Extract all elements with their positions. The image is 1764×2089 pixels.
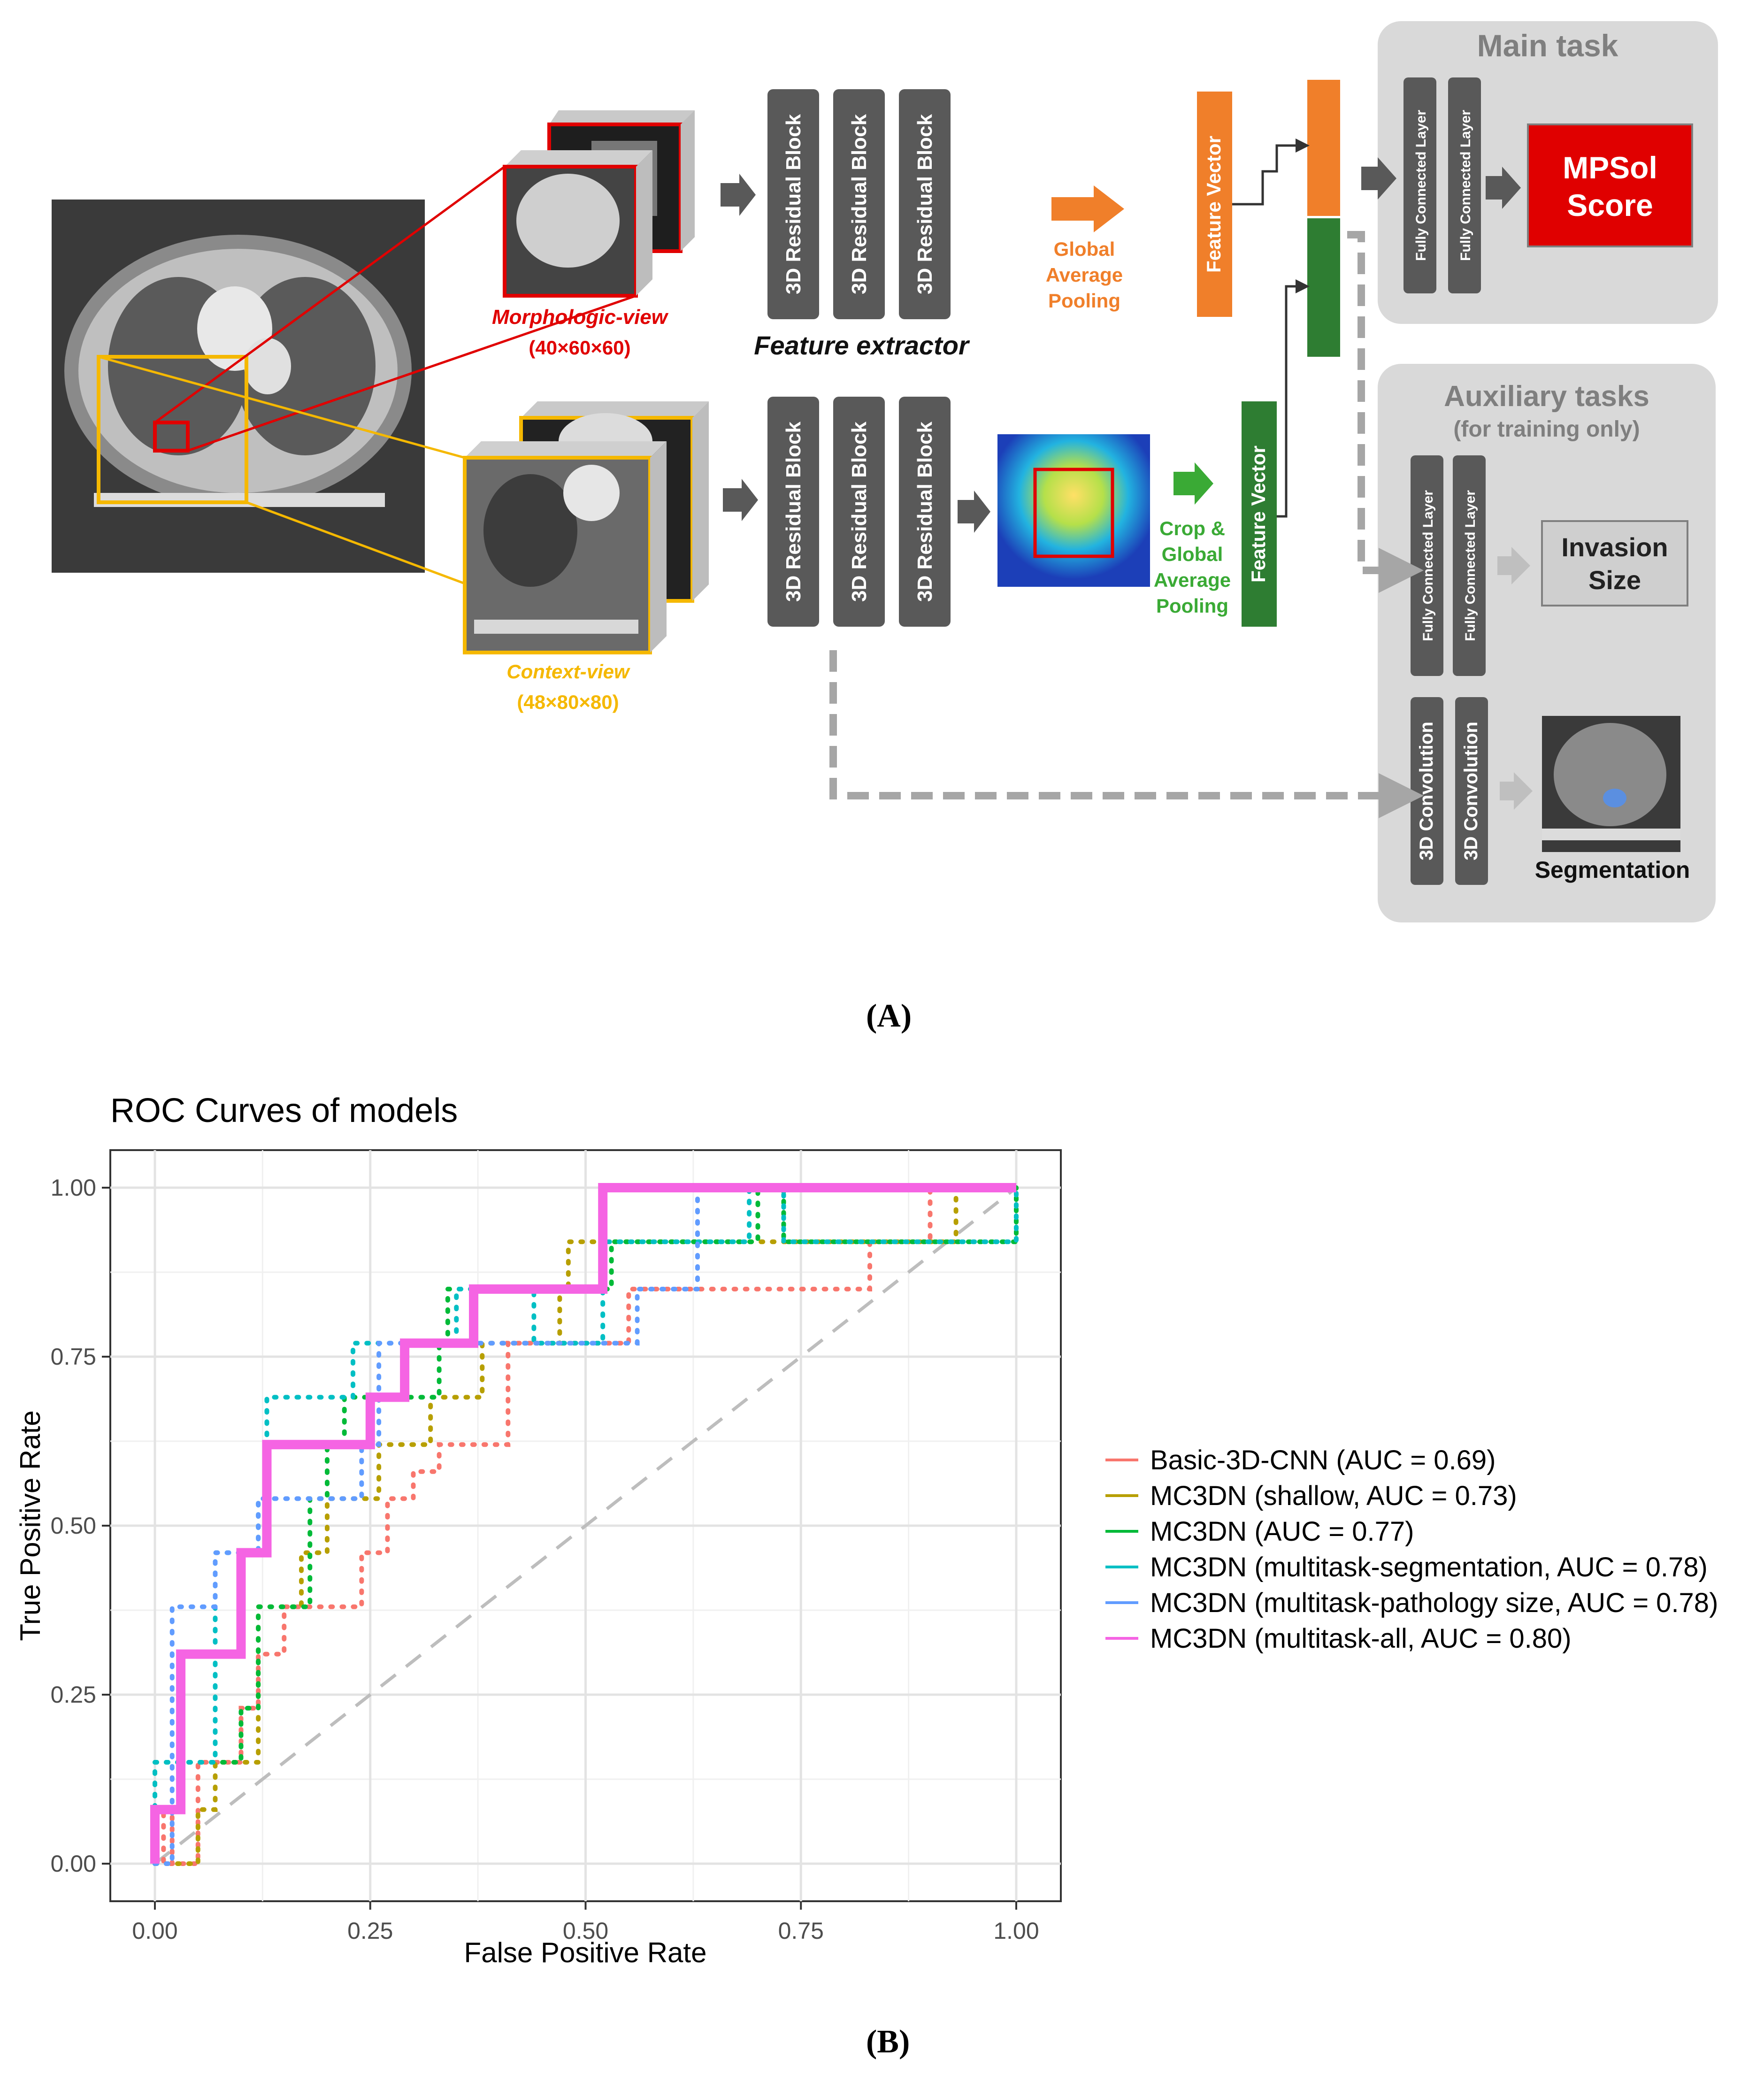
svg-text:3D Residual Block: 3D Residual Block: [913, 114, 936, 294]
green-arrow-icon: [1173, 462, 1213, 505]
y-tick-label: 0.75: [51, 1344, 96, 1370]
attention-heatmap: [997, 434, 1150, 587]
arrow-right-icon: [721, 174, 756, 216]
y-tick-label: 0.50: [51, 1513, 96, 1539]
y-axis-label: True Positive Rate: [15, 1410, 46, 1641]
main-task-panel: Main task Fully Connected Layer Fully Co…: [1361, 21, 1718, 324]
svg-text:3D Convolution: 3D Convolution: [1416, 722, 1437, 860]
gap-label-2: Average: [1046, 264, 1123, 286]
orange-arrow-icon: [1051, 185, 1124, 232]
svg-text:3D Residual Block: 3D Residual Block: [782, 114, 805, 294]
panel-b-caption: (B): [866, 2024, 910, 2060]
feature-extractor-label: Feature extractor: [754, 330, 970, 360]
reference-line: [153, 1186, 1018, 1865]
residual-blocks-top: 3D Residual Block 3D Residual Block 3D R…: [767, 89, 951, 319]
concat-vector-green: [1307, 218, 1340, 357]
svg-text:3D Residual Block: 3D Residual Block: [913, 422, 936, 602]
legend-label: MC3DN (AUC = 0.77): [1150, 1516, 1414, 1547]
mpsol-score-box: [1527, 123, 1693, 247]
legend-label: MC3DN (multitask-all, AUC = 0.80): [1150, 1623, 1572, 1654]
x-tick-labels: 0.00 0.25 0.50 0.75 1.00: [132, 1901, 1039, 1944]
y-tick-label: 1.00: [51, 1175, 96, 1201]
crop-gap-label-1: Crop &: [1159, 517, 1225, 539]
feature-vector-green: Feature Vector: [1242, 401, 1277, 627]
morphologic-view-cubes: [503, 110, 695, 298]
feature-vector-orange: Feature Vector: [1197, 92, 1232, 317]
x-axis-label: False Positive Rate: [464, 1937, 707, 1968]
x-tick-label: 1.00: [993, 1918, 1039, 1944]
x-tick-label: 0.50: [563, 1918, 608, 1944]
aux-title: Auxiliary tasks: [1444, 380, 1649, 413]
arrow-right-icon: [723, 479, 758, 521]
context-view-cubes: [463, 401, 709, 654]
legend-label: MC3DN (multitask-pathology size, AUC = 0…: [1150, 1588, 1718, 1618]
svg-text:Fully Connected Layer: Fully Connected Layer: [1458, 110, 1473, 261]
roc-series-line-5: [150, 1183, 1016, 1864]
roc-series: [150, 1183, 1019, 1866]
arrow-right-icon: [958, 491, 990, 533]
gap-label-1: Global: [1054, 238, 1115, 260]
svg-text:MPSol: MPSol: [1563, 150, 1657, 185]
concat-vector-orange: [1307, 80, 1340, 216]
reference-diagonal: [153, 1186, 1018, 1865]
context-view-dims: (48×80×80): [517, 691, 619, 713]
crop-gap-label-4: Pooling: [1156, 595, 1228, 617]
panel-a-diagram: Morphologic-view (40×60×60) Context-view…: [52, 21, 1718, 922]
legend-label: MC3DN (multitask-segmentation, AUC = 0.7…: [1150, 1552, 1708, 1582]
svg-text:Invasion: Invasion: [1561, 532, 1668, 562]
y-tick-label: 0.00: [51, 1851, 96, 1877]
legend-label: MC3DN (shallow, AUC = 0.73): [1150, 1481, 1517, 1511]
crop-gap-label-2: Global: [1162, 543, 1223, 565]
x-tick-label: 0.00: [132, 1918, 177, 1944]
panel-a-caption: (A): [866, 998, 912, 1034]
svg-text:Fully Connected Layer: Fully Connected Layer: [1420, 490, 1436, 641]
morphologic-view-label: Morphologic-view: [492, 306, 669, 329]
svg-text:Score: Score: [1567, 188, 1653, 223]
svg-text:3D Residual Block: 3D Residual Block: [782, 422, 805, 602]
svg-text:Feature Vector: Feature Vector: [1203, 136, 1225, 273]
roc-chart: ROC Curves of models 0.00 0.25 0.50 0.75 1.0…: [15, 1092, 1718, 1968]
morphologic-view-dims: (40×60×60): [529, 337, 630, 359]
residual-blocks-bottom: 3D Residual Block 3D Residual Block 3D R…: [767, 397, 951, 627]
auxiliary-tasks-panel: Auxiliary tasks (for training only) Full…: [1378, 364, 1716, 922]
y-tick-label: 0.25: [51, 1682, 96, 1708]
aux-subtitle: (for training only): [1453, 417, 1640, 442]
svg-text:Fully Connected Layer: Fully Connected Layer: [1413, 110, 1429, 261]
segmentation-label: Segmentation: [1535, 857, 1690, 883]
svg-text:Fully Connected Layer: Fully Connected Layer: [1463, 490, 1478, 641]
chart-title: ROC Curves of models: [110, 1092, 458, 1129]
svg-text:3D Convolution: 3D Convolution: [1461, 722, 1481, 860]
ct-scan-image: [52, 200, 425, 573]
main-task-title: Main task: [1477, 28, 1618, 63]
y-tick-labels: 0.00 0.25 0.50 0.75 1.00: [51, 1175, 110, 1877]
crop-gap-label-3: Average: [1154, 569, 1231, 591]
x-tick-label: 0.75: [778, 1918, 824, 1944]
svg-text:Size: Size: [1588, 565, 1641, 595]
invasion-size-box: [1541, 520, 1688, 607]
context-view-label: Context-view: [506, 660, 630, 683]
legend: Basic-3D-CNN (AUC = 0.69) MC3DN (shallow,…: [1105, 1445, 1718, 1654]
roc-series-line-2: [153, 1185, 1019, 1866]
svg-text:Feature Vector: Feature Vector: [1247, 445, 1269, 583]
legend-label: Basic-3D-CNN (AUC = 0.69): [1150, 1445, 1496, 1475]
x-tick-label: 0.25: [347, 1918, 393, 1944]
gap-label-3: Pooling: [1048, 290, 1120, 312]
svg-text:3D Residual Block: 3D Residual Block: [848, 422, 871, 602]
svg-text:3D Residual Block: 3D Residual Block: [848, 114, 871, 294]
